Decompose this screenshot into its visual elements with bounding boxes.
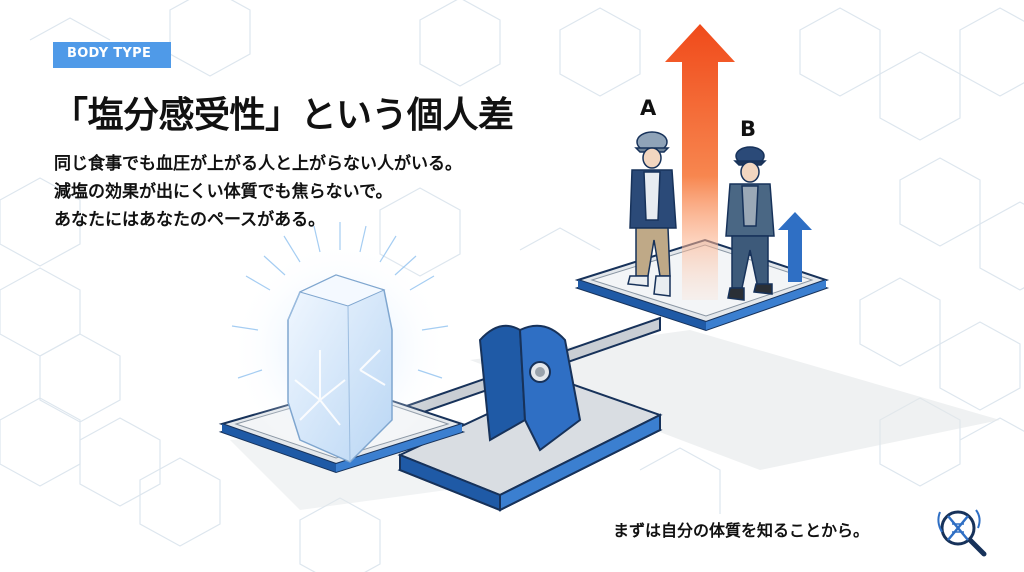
scale-base xyxy=(397,378,663,512)
person-a-icon xyxy=(627,131,677,297)
body-line: 減塩の効果が出にくい体質でも焦らないで。 xyxy=(54,182,393,202)
short-blue-arrow-icon xyxy=(778,212,812,282)
person-b-label: B xyxy=(740,117,757,141)
salt-crystal-icon xyxy=(287,274,393,463)
badge-label: BODY TYPE xyxy=(67,46,152,61)
person-b-icon xyxy=(725,146,775,301)
tall-orange-arrow-icon xyxy=(665,24,735,300)
category-badge: BODY TYPE xyxy=(53,42,171,68)
person-a-label: A xyxy=(640,96,657,120)
body-text: 同じ食事でも血圧が上がる人と上がらない人がいる。 減塩の効果が出にくい体質でも焦… xyxy=(54,150,462,234)
dna-magnifier-icon xyxy=(937,509,987,557)
body-line: あなたにはあなたのペースがある。 xyxy=(54,210,326,230)
footer-caption: まずは自分の体質を知ることから。 xyxy=(613,521,870,540)
page-title: 「塩分感受性」という個人差 xyxy=(52,95,514,136)
scale-pivot xyxy=(478,324,582,452)
crystal-rays xyxy=(231,222,449,379)
body-line: 同じ食事でも血圧が上がる人と上がらない人がいる。 xyxy=(54,154,462,174)
